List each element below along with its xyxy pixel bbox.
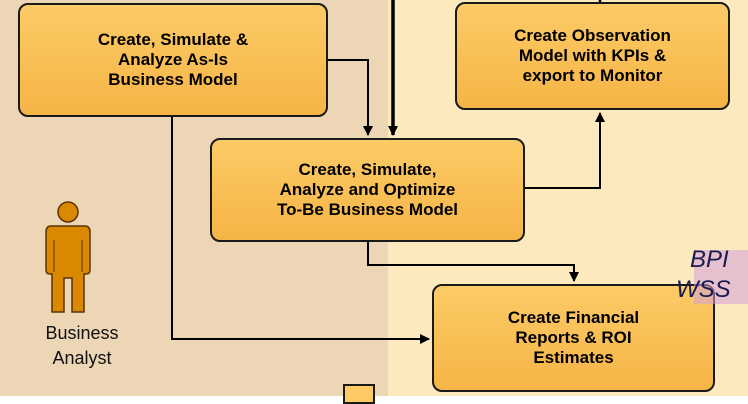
box-line: Business Model (108, 70, 238, 89)
box-line: Create, Simulate, (298, 160, 437, 179)
box-line: Reports & ROI (515, 328, 632, 347)
person-icon (45, 201, 91, 313)
box-line: Analyze and Optimize (279, 180, 456, 199)
side-highlight (694, 250, 748, 304)
asis-model-box: Create, Simulate & Analyze As-Is Busines… (18, 3, 328, 117)
tobe-model-box: Create, Simulate, Analyze and Optimize T… (210, 138, 525, 242)
partial-box-bottom (343, 384, 375, 404)
box-line: Create Financial (507, 308, 640, 327)
box-line: Analyze As-Is (118, 50, 228, 69)
box-line: To-Be Business Model (276, 200, 459, 219)
box-line: Create, Simulate & (97, 30, 249, 49)
box-line: Model with KPIs & (518, 46, 667, 65)
financial-reports-box: Create Financial Reports & ROI Estimates (432, 284, 715, 392)
tobe-to-financial-arrow (367, 242, 579, 282)
side-label-line1: BPI (690, 246, 729, 273)
box-line: export to Monitor (522, 66, 663, 85)
asis-to-tobe-arrow (328, 59, 373, 136)
tobe-to-observation-arrow (525, 112, 605, 189)
box-line: Create Observation (514, 26, 671, 45)
asis-to-financial-arrow (171, 117, 430, 344)
box-line: Estimates (533, 348, 614, 367)
side-label-line2: WSS (676, 276, 731, 303)
actor-label-line1: Business (45, 323, 119, 343)
actor-label-line2: Analyst (52, 348, 112, 368)
observation-model-box: Create Observation Model with KPIs & exp… (455, 2, 730, 110)
